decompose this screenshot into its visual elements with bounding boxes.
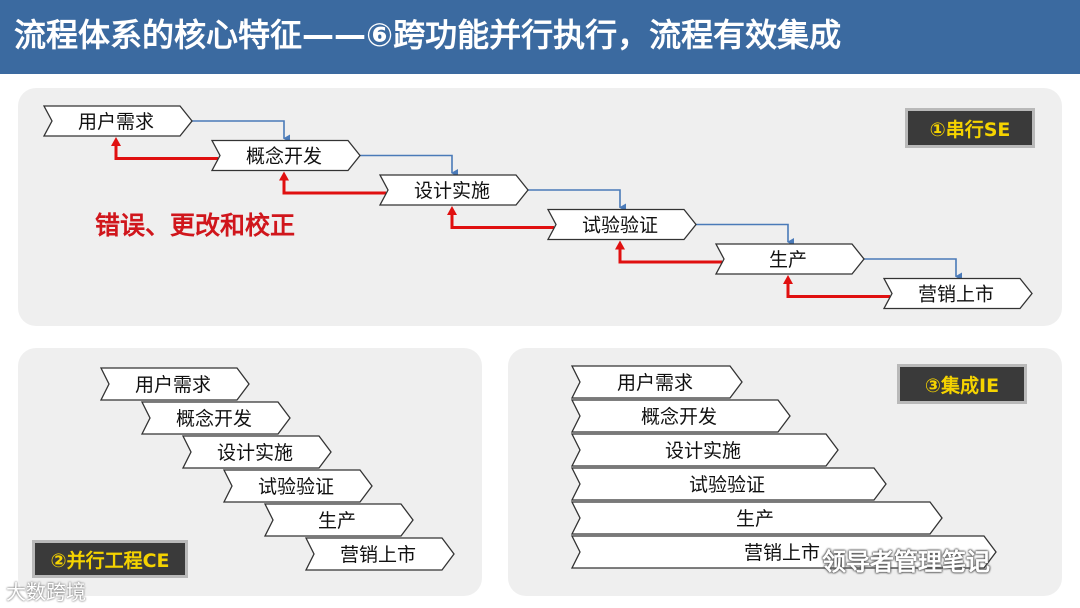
watermark: 领导者管理笔记 [822, 548, 990, 576]
parallel-step-4-label: 试验验证 [258, 476, 334, 498]
feedback-arrow [786, 282, 890, 298]
integrated-step-6: 营销上市 [570, 535, 997, 569]
integrated-step-4-label: 试验验证 [689, 474, 765, 496]
forward-arrow [690, 223, 794, 246]
parallel-step-3-shape [181, 435, 332, 469]
serial-step-4-label: 试验验证 [582, 214, 658, 236]
integrated-step-3-label: 设计实施 [665, 440, 741, 462]
feedback-arrowhead [615, 240, 625, 250]
feedback-arrow [282, 178, 386, 195]
parallel-step-5-shape [263, 503, 414, 537]
integrated-step-5-shape [570, 501, 943, 535]
parallel-step-2: 概念开发 [140, 401, 291, 435]
parallel-step-3-label: 设计实施 [217, 442, 293, 464]
serial-step-1-label: 用户需求 [78, 111, 154, 133]
parallel-step-5: 生产 [263, 503, 414, 537]
serial-step-3-shape [378, 174, 529, 206]
feedback-arrowhead [783, 275, 793, 284]
parallel-step-3: 设计实施 [181, 435, 332, 469]
integrated-step-6-label: 营销上市 [744, 542, 820, 564]
feedback-arrow [450, 213, 554, 229]
serial-step-4: 试验验证 [546, 208, 697, 241]
serial-step-3-label: 设计实施 [414, 180, 490, 202]
forward-arrow [858, 258, 962, 281]
integrated-step-3: 设计实施 [570, 433, 839, 467]
integrated-step-2-shape [570, 399, 791, 433]
integrated-step-2-label: 概念开发 [641, 405, 717, 428]
feedback-arrow [618, 247, 722, 264]
feedback-arrowhead [111, 137, 121, 146]
serial-step-2-label: 概念开发 [246, 144, 322, 167]
title-bar: 流程体系的核心特征——⑥跨功能并行执行，流程有效集成 [0, 0, 1080, 74]
parallel-step-6-shape [304, 537, 455, 571]
serial-step-5-shape [714, 243, 865, 275]
serial-step-3: 设计实施 [378, 174, 529, 206]
parallel-step-1: 用户需求 [99, 367, 250, 401]
integrated-step-1-label: 用户需求 [617, 372, 693, 394]
serial-step-1: 用户需求 [42, 105, 193, 137]
parallel-step-5-label: 生产 [318, 510, 356, 532]
integrated-step-4-shape [570, 467, 887, 501]
serial-step-6: 营销上市 [882, 277, 1033, 310]
serial-step-6-shape [882, 277, 1033, 310]
integrated-badge: ③集成IE [897, 364, 1027, 404]
feedback-arrow [114, 144, 218, 160]
integrated-step-6-shape [570, 535, 997, 569]
serial-step-5: 生产 [714, 243, 865, 275]
forward-arrow [522, 189, 626, 212]
parallel-badge: ②并行工程CE [32, 540, 188, 578]
parallel-step-6-label: 营销上市 [340, 544, 416, 566]
serial-step-4-shape [546, 208, 697, 241]
integrated-step-4: 试验验证 [570, 467, 887, 501]
parallel-step-1-shape [99, 367, 250, 401]
serial-step-5-label: 生产 [769, 249, 807, 271]
serial-step-6-label: 营销上市 [918, 283, 994, 305]
parallel-step-4: 试验验证 [222, 469, 373, 503]
integrated-step-2: 概念开发 [570, 399, 791, 433]
forward-arrow [186, 120, 290, 143]
integrated-step-1-shape [570, 365, 743, 399]
serial-badge: ①串行SE [905, 108, 1035, 148]
error-correction-label: 错误、更改和校正 [95, 211, 296, 240]
source-watermark: 大数跨境 [6, 580, 86, 604]
page-title: 流程体系的核心特征——⑥跨功能并行执行，流程有效集成 [14, 16, 842, 54]
parallel-step-2-shape [140, 401, 291, 435]
serial-step-2: 概念开发 [210, 139, 361, 172]
integrated-step-1: 用户需求 [570, 365, 743, 399]
integrated-step-5: 生产 [570, 501, 943, 535]
integrated-step-5-label: 生产 [736, 508, 774, 530]
parallel-step-2-label: 概念开发 [176, 407, 252, 430]
serial-step-1-shape [42, 105, 193, 137]
serial-step-2-shape [210, 139, 361, 172]
integrated-step-3-shape [570, 433, 839, 467]
forward-arrow [354, 154, 458, 177]
parallel-step-4-shape [222, 469, 373, 503]
feedback-arrowhead [279, 171, 289, 181]
feedback-arrowhead [447, 206, 457, 215]
parallel-step-6: 营销上市 [304, 537, 455, 571]
parallel-step-1-label: 用户需求 [135, 374, 211, 396]
